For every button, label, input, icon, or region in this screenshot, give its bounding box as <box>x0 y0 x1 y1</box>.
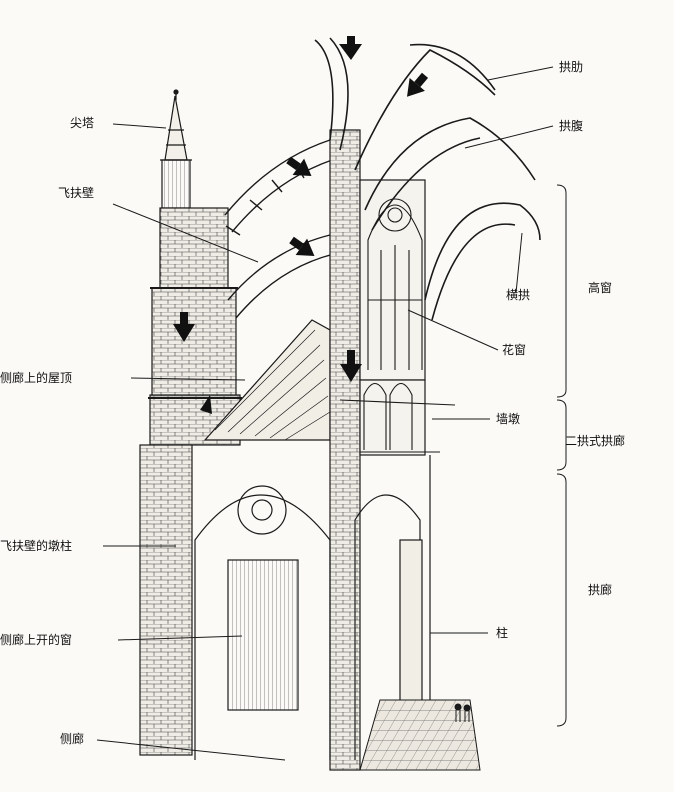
triforium <box>339 382 456 453</box>
clerestory-window <box>367 198 423 370</box>
bracket-label-triforium: 二拱式拱廊 <box>565 434 626 448</box>
label-buttress-pier: 飞扶壁的墩柱 <box>0 539 73 553</box>
leader-lines <box>96 66 554 761</box>
label-aisle-roof: 侧廊上的屋顶 <box>0 371 73 385</box>
label-aisle: 侧廊 <box>60 732 85 746</box>
label-column: 柱 <box>496 626 509 640</box>
label-vault-web: 拱腹 <box>559 119 584 133</box>
aisle-arches <box>194 455 431 760</box>
bracket-label-arcade: 拱廊 <box>588 583 613 597</box>
bracket-label-clerestory: 高窗 <box>588 281 613 295</box>
vault-ribs <box>314 37 541 321</box>
buttress-pier <box>139 207 242 756</box>
label-wall-pier: 墙墩 <box>496 412 521 426</box>
label-flying-buttress: 飞扶壁 <box>58 186 95 200</box>
label-rib: 拱肋 <box>559 60 584 74</box>
spire <box>160 89 192 209</box>
section-brackets <box>556 184 567 727</box>
label-spire: 尖塔 <box>70 116 95 130</box>
label-transverse-arch: 横拱 <box>506 288 531 302</box>
label-tracery-window: 花窗 <box>502 343 527 357</box>
flying-buttresses <box>224 139 335 319</box>
floor <box>359 699 481 771</box>
force-arrow-icon <box>173 36 429 414</box>
label-aisle-window: 侧廊上开的窗 <box>0 633 73 647</box>
